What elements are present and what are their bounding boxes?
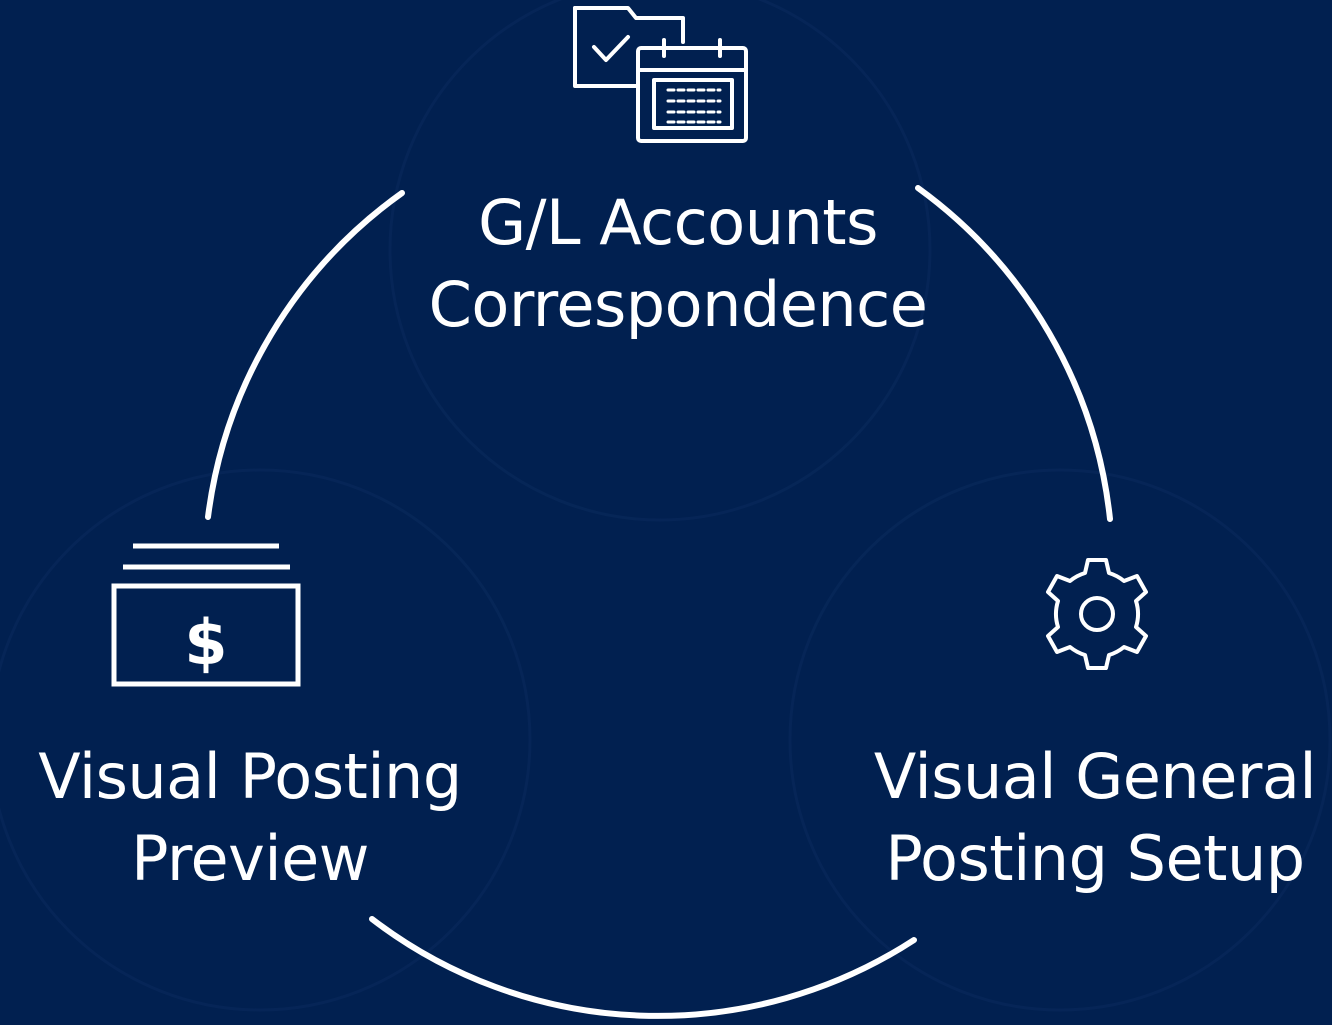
- gear-icon: [1046, 558, 1148, 670]
- node-label-visual-posting-preview: Visual Posting Preview: [0, 736, 500, 900]
- node-title-line2: Posting Setup: [885, 822, 1305, 895]
- cycle-arc-bottom: [369, 916, 917, 1019]
- node-title-line2: Correspondence: [428, 268, 928, 341]
- node-title-line2: Preview: [131, 822, 369, 895]
- node-title-line1: G/L Accounts: [478, 186, 878, 259]
- node-title-line1: Visual General: [873, 740, 1317, 813]
- node-label-gl-accounts-correspondence: G/L Accounts Correspondence: [378, 182, 978, 346]
- svg-text:$: $: [184, 606, 227, 679]
- cycle-arc-left: [205, 190, 405, 520]
- money-stack-icon: $: [111, 543, 301, 687]
- folder-calendar-icon: [573, 6, 748, 143]
- cycle-arc-right: [915, 185, 1113, 522]
- node-label-visual-general-posting-setup: Visual General Posting Setup: [850, 736, 1332, 900]
- node-title-line1: Visual Posting: [38, 740, 462, 813]
